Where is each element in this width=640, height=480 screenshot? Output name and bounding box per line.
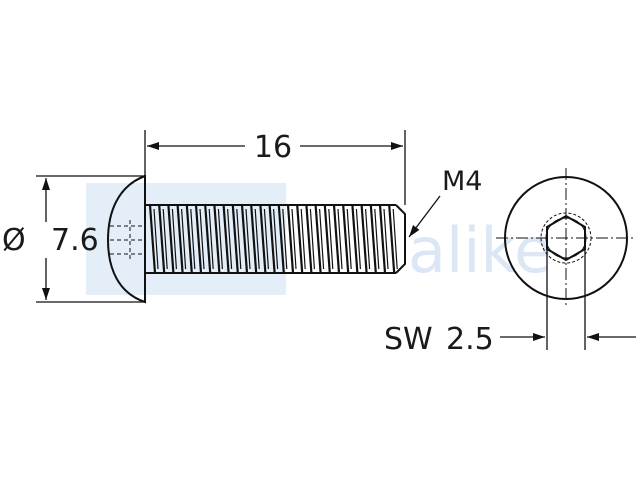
thread-root-lines xyxy=(153,208,398,270)
socket-recess-hidden-lines xyxy=(110,220,145,260)
bolt-side-view xyxy=(106,174,406,304)
length-value: 16 xyxy=(254,130,292,165)
socket-size-dimension xyxy=(500,228,636,350)
bolt-threads xyxy=(148,204,398,274)
socket-label: SW xyxy=(384,322,433,357)
diameter-value: 7.6 xyxy=(51,223,99,258)
watermark-text: alike xyxy=(408,214,552,287)
diameter-symbol: Ø xyxy=(2,223,26,258)
diameter-dimension xyxy=(36,175,145,303)
thread-leader-line xyxy=(408,195,441,238)
bolt-end-view xyxy=(496,168,636,308)
bolt-head xyxy=(106,174,146,304)
thread-label: M4 xyxy=(442,166,482,197)
thread-lines xyxy=(148,204,396,274)
socket-value: 2.5 xyxy=(446,322,494,357)
length-dimension xyxy=(144,130,406,205)
